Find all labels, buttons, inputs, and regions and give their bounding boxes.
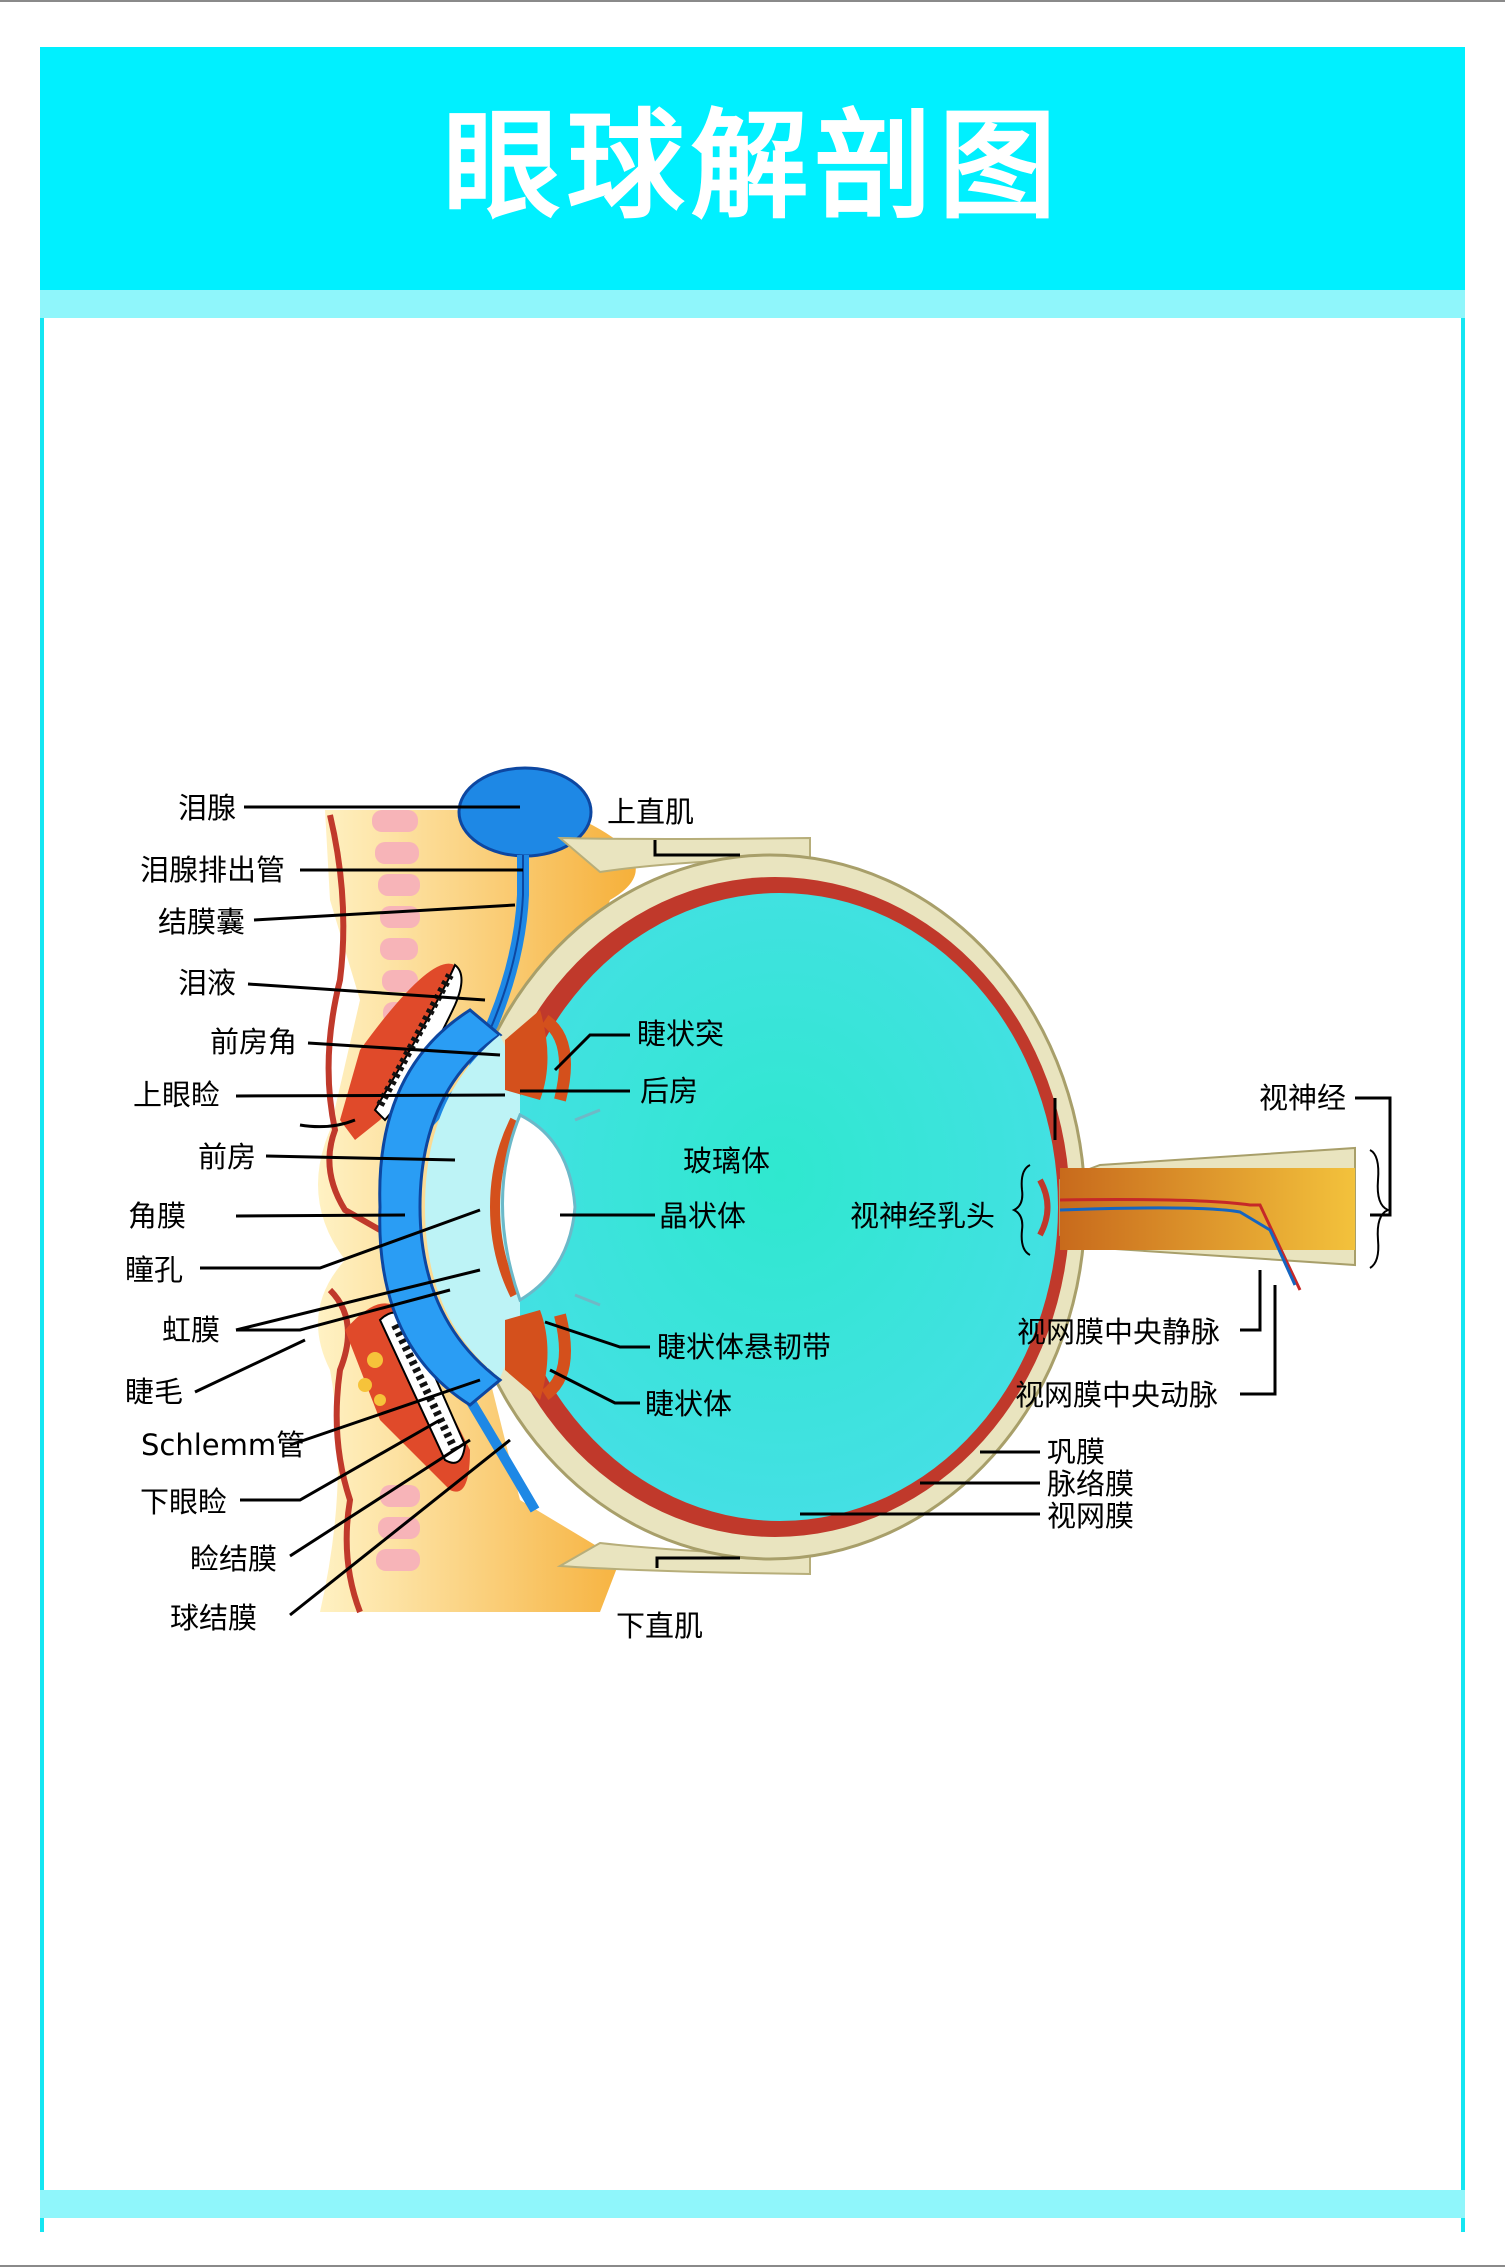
footer-strip: [40, 2190, 1465, 2218]
label-bulbar-conjunctiva: 球结膜: [170, 1601, 257, 1635]
label-iris: 虹膜: [162, 1313, 220, 1347]
label-ciliary-process: 睫状突: [637, 1017, 724, 1051]
label-upper-eyelid: 上眼睑: [133, 1078, 220, 1112]
label-lower-eyelid: 下眼睑: [140, 1485, 227, 1519]
label-conjunctival-sac: 结膜囊: [158, 905, 245, 939]
label-lens: 晶状体: [659, 1199, 746, 1233]
label-posterior-chamber: 后房: [640, 1074, 698, 1108]
label-zonule: 睫状体悬韧带: [657, 1330, 831, 1364]
conjunctiva-lower: [465, 1397, 540, 1513]
page-title: 眼球解剖图: [442, 97, 1063, 235]
label-pupil: 瞳孔: [125, 1253, 183, 1287]
label-lacrimal-duct: 泪腺排出管: [140, 853, 285, 887]
lower-tarsus: [345, 1303, 470, 1492]
optic-nerve: [1037, 1146, 1356, 1291]
leader-lines: [194, 805, 1392, 1617]
label-lacrimal-gland: 泪腺: [178, 791, 236, 825]
label-central-retinal-artery: 视网膜中央动脉: [1015, 1378, 1218, 1412]
bottom-edge-line: [0, 2265, 1505, 2267]
anterior-segment: [378, 1008, 601, 1407]
label-optic-nerve: 视神经: [1259, 1081, 1346, 1115]
label-anterior-chamber-angle: 前房角: [210, 1025, 297, 1059]
label-retina: 视网膜: [1047, 1499, 1134, 1533]
label-schlemm-canal: Schlemm管: [141, 1428, 305, 1462]
label-ciliary-body: 睫状体: [645, 1387, 732, 1421]
label-cornea: 角膜: [128, 1199, 186, 1233]
label-eyelash: 睫毛: [125, 1375, 183, 1409]
eyeball: [453, 853, 1087, 1561]
label-inferior-rectus: 下直肌: [616, 1609, 703, 1643]
diagram-labels: 泪腺 泪腺排出管 结膜囊 泪液 前房角 上眼睑 前房 角膜 瞳孔 虹膜 睫毛 S…: [125, 791, 1346, 1643]
label-vitreous-body: 玻璃体: [683, 1144, 770, 1178]
label-sclera: 巩膜: [1047, 1435, 1105, 1469]
label-palpebral-conjunctiva: 睑结膜: [190, 1542, 277, 1576]
label-central-retinal-vein: 视网膜中央静脉: [1017, 1315, 1220, 1349]
label-choroid: 脉络膜: [1047, 1467, 1134, 1501]
optic-nerve-brace: [1369, 1149, 1391, 1269]
label-superior-rectus: 上直肌: [607, 795, 694, 829]
optic-disc-brace: [1011, 1164, 1031, 1256]
header-band: [40, 47, 1465, 290]
label-anterior-chamber: 前房: [198, 1140, 256, 1174]
top-edge-line: [0, 0, 1505, 2]
label-tears: 泪液: [178, 966, 236, 1000]
header-strip: [40, 290, 1465, 318]
label-optic-disc: 视神经乳头: [850, 1199, 995, 1233]
